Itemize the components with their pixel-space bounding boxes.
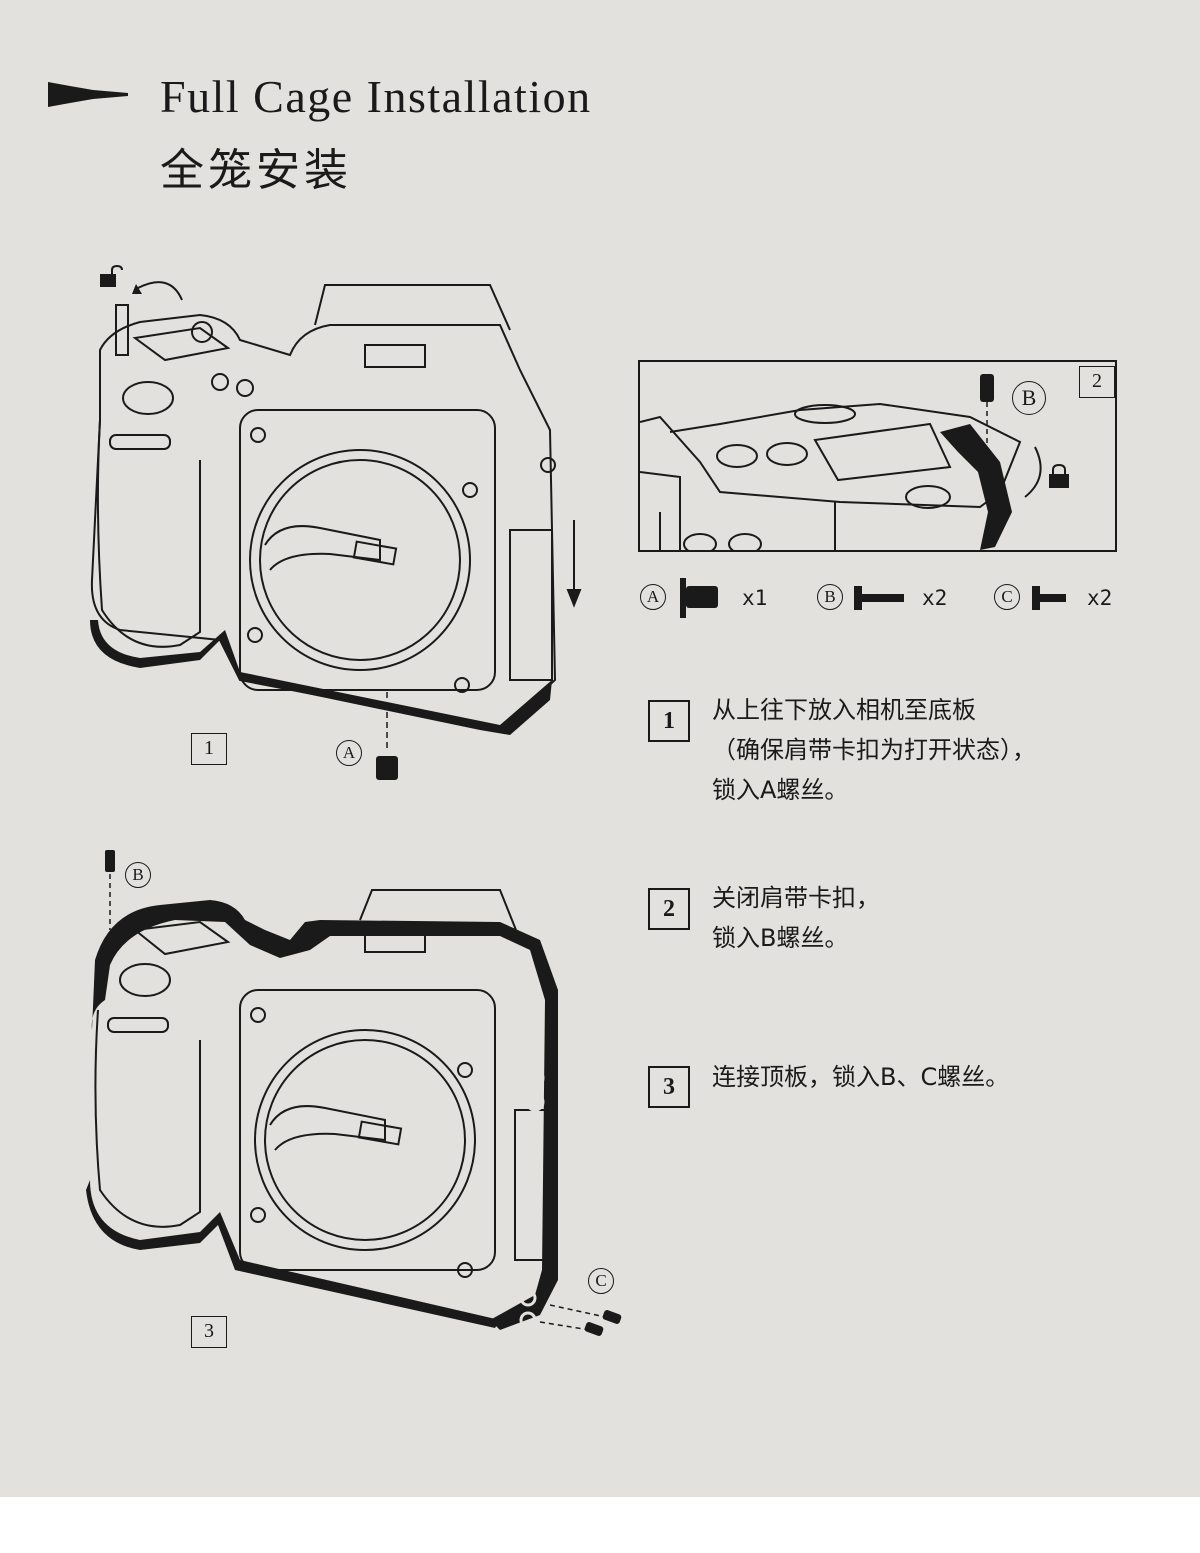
down-arrow-icon (566, 520, 582, 608)
unlock-icon (100, 264, 123, 287)
rotate-arrow-icon (1024, 446, 1042, 498)
step-text-2: 关闭肩带卡扣， 锁入B螺丝。 (712, 878, 880, 958)
camera-illustration-1 (90, 281, 582, 780)
screw-label-a: A (336, 740, 362, 766)
page-title: Full Cage Installation (160, 71, 592, 122)
screw-a-icon (680, 578, 718, 618)
step-line: 锁入B螺丝。 (712, 924, 849, 952)
screw-c-icon (1032, 586, 1066, 610)
step-number-2: 2 (648, 888, 690, 930)
screw-b-icon (854, 586, 904, 610)
rotate-arrow-icon (137, 281, 183, 301)
figure-label-3: 3 (191, 1316, 227, 1348)
step-number-3: 3 (648, 1066, 690, 1108)
figure-label-2: 2 (1079, 366, 1115, 398)
part-qty-a: x1 (742, 586, 768, 610)
inset-frame (638, 360, 1117, 552)
screw-label-b-inset: B (1012, 381, 1046, 415)
part-label-c: C (994, 584, 1020, 610)
screw-label-b-fig3: B (125, 862, 151, 888)
lock-icon (1049, 463, 1069, 488)
step-line: （确保肩带卡扣为打开状态）， (712, 736, 1036, 764)
part-label-a: A (640, 584, 666, 610)
step-text-1: 从上往下放入相机至底板 （确保肩带卡扣为打开状态）， 锁入A螺丝。 (712, 690, 1036, 810)
figure-label-1: 1 (191, 733, 227, 765)
camera-illustration-3 (86, 850, 622, 1336)
screw-label-c-fig3: C (588, 1268, 614, 1294)
step-line: 连接顶板，锁入B、C螺丝。 (712, 1063, 1010, 1091)
part-qty-c: x2 (1087, 586, 1113, 610)
arrow-pointer-icon (48, 82, 128, 107)
parts-list: A x1 B x2 C x2 (640, 578, 1120, 622)
step-line: 从上往下放入相机至底板 (712, 696, 976, 724)
step-line: 关闭肩带卡扣， (712, 884, 880, 912)
page-title-cn: 全笼安装 (160, 145, 352, 196)
part-label-b: B (817, 584, 843, 610)
step-text-3: 连接顶板，锁入B、C螺丝。 (712, 1057, 1009, 1097)
page-panel (0, 0, 1200, 1497)
part-qty-b: x2 (922, 586, 948, 610)
step-line: 锁入A螺丝。 (712, 776, 849, 804)
step-number-1: 1 (648, 700, 690, 742)
